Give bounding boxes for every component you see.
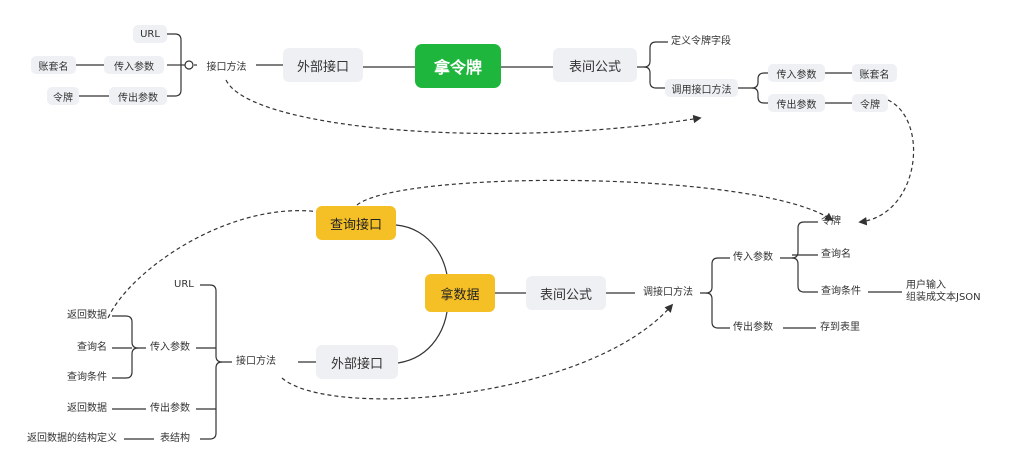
dashed-link bbox=[225, 79, 702, 135]
text-save-to-table: 存到表里 bbox=[820, 322, 860, 333]
text-url: URL bbox=[174, 279, 194, 290]
text-user-input-line2: 组装成文本JSON bbox=[906, 292, 981, 303]
text-query-name: 查询名 bbox=[821, 249, 851, 260]
text-out-params-left: 传出参数 bbox=[150, 403, 190, 414]
text-in-params-left: 传入参数 bbox=[150, 342, 190, 353]
root-node-get-data[interactable]: 拿数据 bbox=[425, 274, 495, 312]
node-query-interface[interactable]: 查询接口 bbox=[316, 206, 396, 240]
text-in-params: 传入参数 bbox=[733, 252, 773, 263]
text-return-data-out: 返回数据 bbox=[67, 403, 107, 414]
node-external-interface-bottom[interactable]: 外部接口 bbox=[316, 345, 398, 379]
dashed-link bbox=[107, 210, 321, 319]
text-interface-method: 接口方法 bbox=[236, 356, 276, 367]
node-interface-method[interactable]: 接口方法 bbox=[197, 57, 256, 74]
text-call-interface-method: 调接口方法 bbox=[643, 287, 693, 298]
text-user-input-line1: 用户输入 bbox=[906, 280, 946, 291]
node-in-params[interactable]: 传入参数 bbox=[104, 56, 164, 74]
node-out-params[interactable]: 传出参数 bbox=[109, 87, 167, 105]
node-account-name-right[interactable]: 账套名 bbox=[852, 64, 897, 82]
node-in-params-right[interactable]: 传入参数 bbox=[768, 64, 825, 82]
dashed-link bbox=[281, 303, 674, 400]
dashed-link bbox=[858, 99, 915, 226]
node-account-name[interactable]: 账套名 bbox=[31, 56, 76, 74]
node-token[interactable]: 令牌 bbox=[47, 87, 79, 105]
text-table-structure: 表结构 bbox=[160, 433, 190, 444]
text-query-condition-left: 查询条件 bbox=[67, 372, 107, 383]
node-call-interface-method[interactable]: 调用接口方法 bbox=[665, 79, 738, 97]
node-url[interactable]: URL bbox=[133, 25, 167, 43]
dashed-link bbox=[356, 179, 834, 221]
text-return-data: 返回数据 bbox=[67, 310, 107, 321]
node-table-formula[interactable]: 表间公式 bbox=[553, 48, 637, 82]
text-token: 令牌 bbox=[821, 216, 841, 227]
text-query-name-left: 查询名 bbox=[77, 342, 107, 353]
node-out-params-right[interactable]: 传出参数 bbox=[768, 94, 825, 112]
node-external-interface[interactable]: 外部接口 bbox=[283, 48, 363, 82]
text-return-structure-def: 返回数据的结构定义 bbox=[27, 433, 117, 444]
text-user-input: 用户输入 组装成文本JSON bbox=[906, 280, 981, 304]
root-node-get-token[interactable]: 拿令牌 bbox=[415, 44, 501, 88]
node-token-right[interactable]: 令牌 bbox=[852, 94, 888, 112]
node-table-formula-bottom[interactable]: 表间公式 bbox=[526, 276, 606, 310]
text-query-condition: 查询条件 bbox=[821, 286, 861, 297]
text-out-params: 传出参数 bbox=[733, 322, 773, 333]
text-define-token-field: 定义令牌字段 bbox=[671, 36, 731, 47]
